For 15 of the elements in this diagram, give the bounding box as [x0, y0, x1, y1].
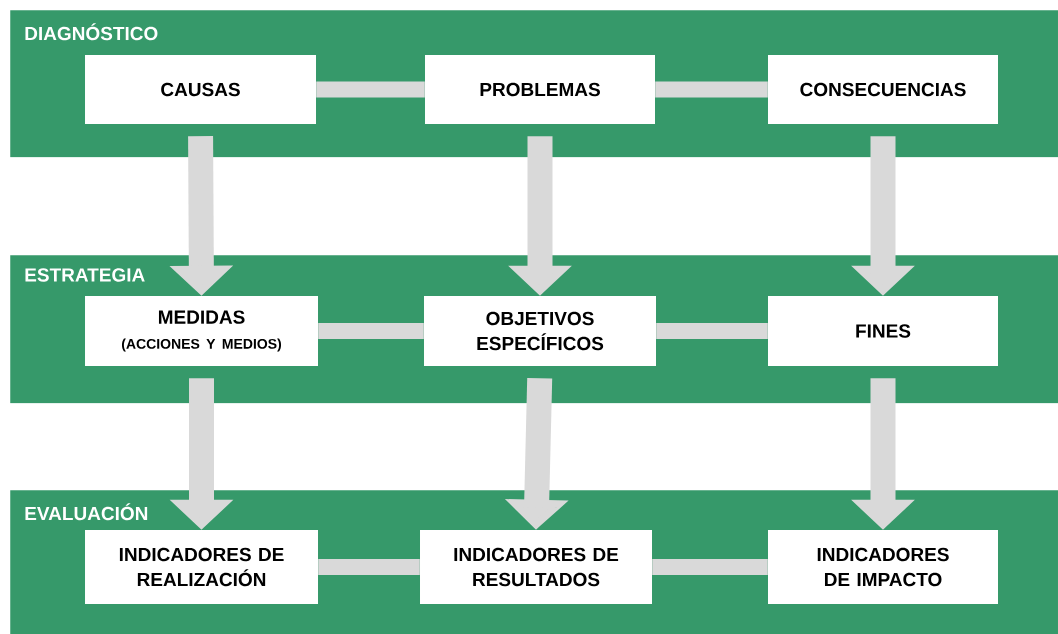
process-box: CAUSAS — [85, 55, 316, 124]
connector-line — [655, 81, 768, 98]
connector-line — [316, 81, 425, 98]
process-box: MEDIDAS (ACCIONES Y MEDIOS) — [85, 296, 318, 366]
process-box: FINES — [768, 296, 998, 366]
process-box: PROBLEMAS — [425, 55, 655, 124]
connector-line — [318, 559, 420, 575]
process-box: INDICADORES DE IMPACTO — [768, 530, 998, 604]
connector-line — [318, 323, 424, 339]
process-box: CONSECUENCIAS — [768, 55, 998, 124]
connector-line — [652, 559, 768, 575]
process-box: INDICADORES DE REALIZACIÓN — [85, 530, 318, 604]
process-box: OBJETIVOS ESPECÍFICOS — [424, 296, 656, 366]
connector-line — [656, 323, 768, 339]
process-box: INDICADORES DE RESULTADOS — [420, 530, 652, 604]
